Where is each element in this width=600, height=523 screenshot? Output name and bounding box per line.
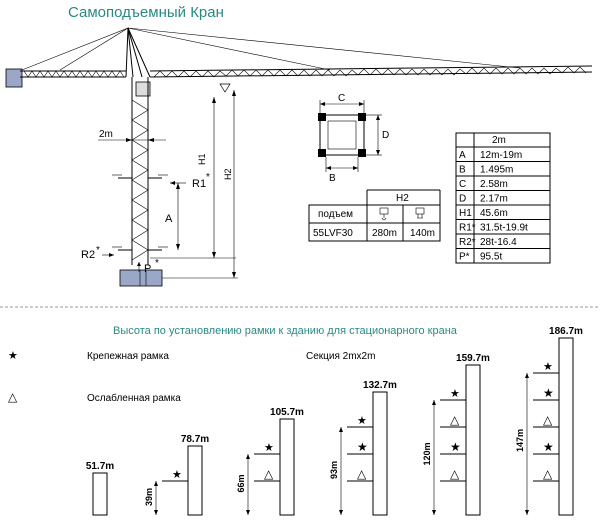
hoist-val1: 280m xyxy=(372,228,397,239)
a-label: A xyxy=(165,213,173,225)
tower-mast xyxy=(465,364,481,516)
r2-label: R2 xyxy=(81,249,95,261)
hoist-row1-label: подъем xyxy=(318,209,353,220)
tower-diagram: 132.7m △ ★ ★ 93m xyxy=(329,380,397,516)
spec-value: 95.5t xyxy=(480,252,502,263)
star-frame-icon: ★ xyxy=(543,440,554,454)
dim-2m-label: 2m xyxy=(99,129,113,140)
spec-key: R2* xyxy=(459,237,476,248)
spec-key: D xyxy=(459,194,466,205)
triangle-frame-icon: △ xyxy=(543,413,553,427)
mast-section-diagram: C D B xyxy=(318,93,389,184)
section-note: Секция 2mx2m xyxy=(306,351,375,362)
star-frame-icon: ★ xyxy=(450,440,461,454)
spec-key: H1 xyxy=(459,208,472,219)
lower-title: Высота по установлению рамки к зданию дл… xyxy=(113,325,458,337)
tower-mast xyxy=(372,391,388,516)
spec-value: 45.6m xyxy=(480,208,508,219)
tower-mast xyxy=(279,418,295,516)
counterweight-block xyxy=(5,68,23,88)
spec-header: 2m xyxy=(492,135,506,146)
operator-cab xyxy=(135,81,151,97)
foundation-block xyxy=(119,269,163,287)
spec-value: 2.17m xyxy=(480,194,508,205)
tower-diagram: 186.7m △ ★ △ ★ ★ 147m xyxy=(515,326,583,516)
tower-height-label: 51.7m xyxy=(86,461,114,472)
star-frame-icon: ★ xyxy=(264,442,274,454)
triangle-frame-icon: △ xyxy=(450,467,460,481)
tower-dim-label: 147m xyxy=(515,429,525,452)
tower-height-label: 132.7m xyxy=(363,380,397,391)
spec-key: R1* xyxy=(459,223,476,234)
triangle-frame-icon: △ xyxy=(264,467,274,481)
hoist-row2-label: 55LVF30 xyxy=(313,228,353,239)
star-frame-icon: ★ xyxy=(543,386,554,400)
p-label: P xyxy=(144,263,151,275)
tower-mast xyxy=(187,445,203,516)
crane-elevation: 2m H1 H2 R1 * A R2 * P * xyxy=(5,27,593,287)
r1-label: R1 xyxy=(192,178,206,190)
r2-star: * xyxy=(96,245,100,256)
tower-height-label: 78.7m xyxy=(181,434,209,445)
triangle-frame-icon: △ xyxy=(450,413,460,427)
tower-height-label: 186.7m xyxy=(549,326,583,337)
r1-star: * xyxy=(206,172,210,183)
d-label: D xyxy=(382,130,389,141)
spec-value: 1.495m xyxy=(480,165,513,176)
h1-label: H1 xyxy=(197,153,207,165)
tower-diagram: 78.7m ★ 39m xyxy=(144,434,209,516)
spec-key: A xyxy=(459,150,466,161)
spec-value: 31.5t-19.9t xyxy=(480,223,528,234)
tower-diagram: 51.7m xyxy=(86,461,114,516)
spec-key: B xyxy=(459,165,466,176)
star-frame-icon: ★ xyxy=(543,361,553,373)
triangle-frame-icon: △ xyxy=(543,467,553,481)
spec-value: 2.58m xyxy=(480,179,508,190)
tower-dim-label: 120m xyxy=(422,442,432,465)
tower-dim-label: 39m xyxy=(144,488,154,506)
tower-diagram: 105.7m △ ★ 66m xyxy=(236,407,304,516)
c-label: C xyxy=(338,93,345,104)
tower-mast xyxy=(92,472,108,516)
hook-icon xyxy=(379,207,389,221)
tower-height-label: 105.7m xyxy=(270,407,304,418)
page-title: Самоподъемный Кран xyxy=(68,4,224,21)
h2-label: H2 xyxy=(223,168,233,180)
star-frame-icon: ★ xyxy=(450,388,460,400)
star-frame-icon: ★ xyxy=(357,415,367,427)
star-frame-icon: ★ xyxy=(172,469,182,481)
p-star: * xyxy=(155,258,159,269)
hoist-header: H2 xyxy=(396,193,409,204)
triangle-legend-label: Ослабленная рамка xyxy=(87,392,181,404)
star-legend-label: Крепежная рамка xyxy=(87,351,169,362)
tower-height-label: 159.7m xyxy=(456,353,490,364)
tower-diagram: 159.7m △ ★ △ ★ 120m xyxy=(422,353,490,516)
star-frame-icon: ★ xyxy=(357,440,368,454)
hook-double-icon xyxy=(415,207,425,219)
star-legend-icon: ★ xyxy=(8,350,18,362)
spec-value: 28t-16.4 xyxy=(480,237,517,248)
tower-mast xyxy=(558,337,574,516)
triangle-legend-icon: △ xyxy=(8,390,18,404)
tower-height-diagrams: 51.7m 78.7m ★ 39m 105.7m △ ★ 66m 132.7m △ ★ ★ 93m 159… xyxy=(86,326,583,516)
b-label: B xyxy=(329,173,336,184)
spec-value: 12m-19m xyxy=(480,150,522,161)
spec-key: C xyxy=(459,179,466,190)
hoist-table: H2 подъем 55LVF30 280m 140m xyxy=(308,189,441,242)
tower-dim-label: 66m xyxy=(236,474,246,492)
spec-key: P* xyxy=(459,252,470,263)
triangle-frame-icon: △ xyxy=(357,467,367,481)
tower-dim-label: 93m xyxy=(329,461,339,479)
hoist-val2: 140m xyxy=(410,228,435,239)
